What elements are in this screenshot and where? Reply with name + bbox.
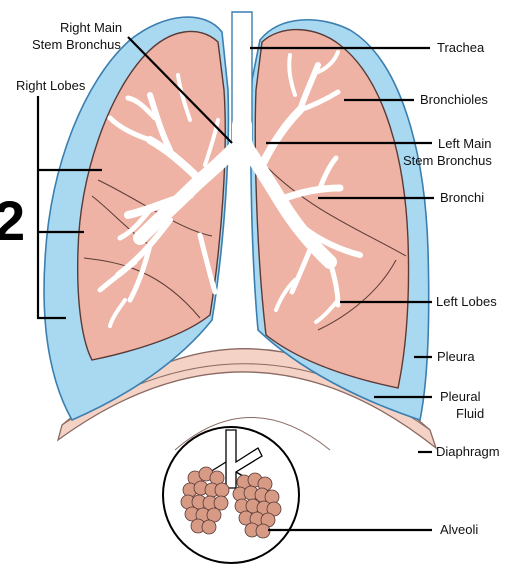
side-number: 2 [0, 189, 25, 252]
label-pleural-fluid-1: Pleural [440, 389, 481, 404]
label-left-lobes: Left Lobes [436, 294, 497, 309]
label-trachea: Trachea [437, 40, 485, 55]
label-pleural-fluid-2: Fluid [456, 406, 484, 421]
label-right-lobes: Right Lobes [16, 78, 86, 93]
label-alveoli: Alveoli [440, 522, 478, 537]
alveoli-inset [163, 427, 299, 563]
label-bronchi: Bronchi [440, 190, 484, 205]
label-left-main-stem-bronchus-2: Stem Bronchus [403, 153, 492, 168]
label-diaphragm: Diaphragm [436, 444, 500, 459]
label-right-main-stem-bronchus-2: Stem Bronchus [32, 37, 121, 52]
label-left-main-stem-bronchus-1: Left Main [438, 136, 491, 151]
label-pleura: Pleura [437, 349, 475, 364]
label-bronchioles: Bronchioles [420, 92, 488, 107]
label-right-main-stem-bronchus-1: Right Main [60, 20, 122, 35]
